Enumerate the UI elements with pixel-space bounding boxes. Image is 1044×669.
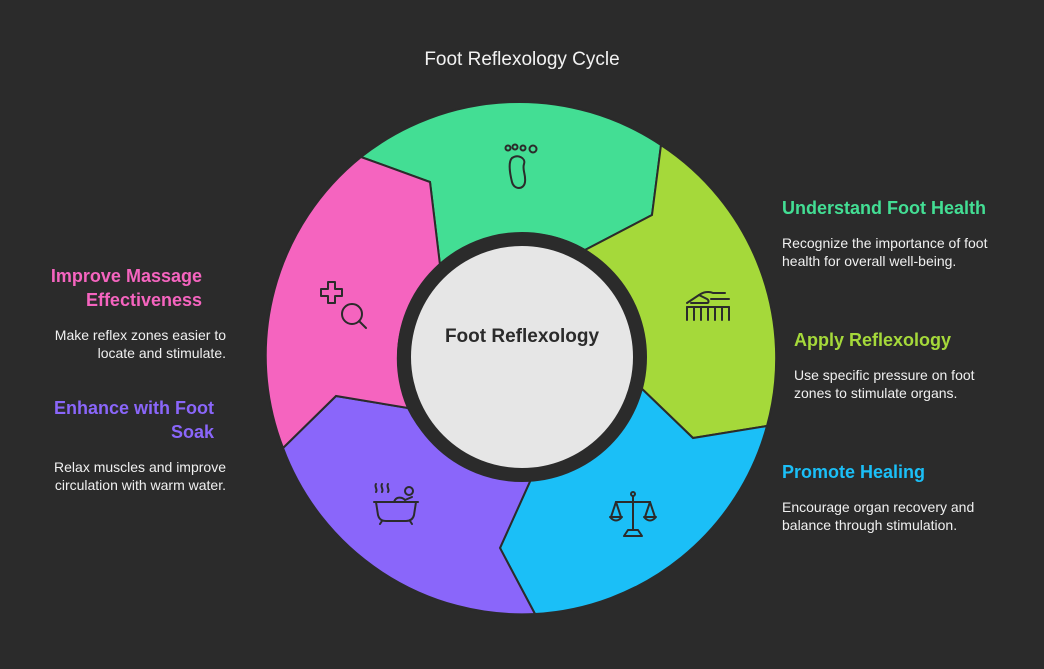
item-description: Use specific pressure on foot zones to s… <box>794 367 975 401</box>
hand-massage-icon <box>686 290 730 321</box>
item-promote-healing: Promote Healing Encourage organ recovery… <box>782 460 1007 534</box>
center-label: Foot Reflexology <box>444 326 600 347</box>
center-hub <box>397 232 647 482</box>
item-description: Relax muscles and improve circulation wi… <box>54 459 226 493</box>
footprint-icon <box>504 143 538 189</box>
item-heading: Enhance with Foot Soak <box>54 398 214 442</box>
item-heading: Apply Reflexology <box>794 330 952 350</box>
item-improve-massage-effectiveness: Improve Massage Effectiveness Make refle… <box>30 264 226 362</box>
diagram-title: Foot Reflexology Cycle <box>424 49 620 70</box>
item-enhance-with-foot-soak: Enhance with Foot Soak Relax muscles and… <box>30 396 226 494</box>
item-understand-foot-health: Understand Foot Health Recognize the imp… <box>782 196 1022 270</box>
item-heading: Promote Healing <box>782 462 926 482</box>
item-heading: Understand Foot Health <box>782 198 987 218</box>
bath-icon <box>373 483 419 525</box>
item-heading: Improve Massage Effectiveness <box>50 266 202 310</box>
health-search-icon <box>320 281 367 329</box>
item-description: Recognize the importance of foot health … <box>782 235 988 269</box>
item-description: Encourage organ recovery and balance thr… <box>782 499 975 533</box>
item-description: Make reflex zones easier to locate and s… <box>54 327 226 361</box>
balance-scale-icon <box>609 491 657 537</box>
item-apply-reflexology: Apply Reflexology Use specific pressure … <box>794 328 1014 402</box>
